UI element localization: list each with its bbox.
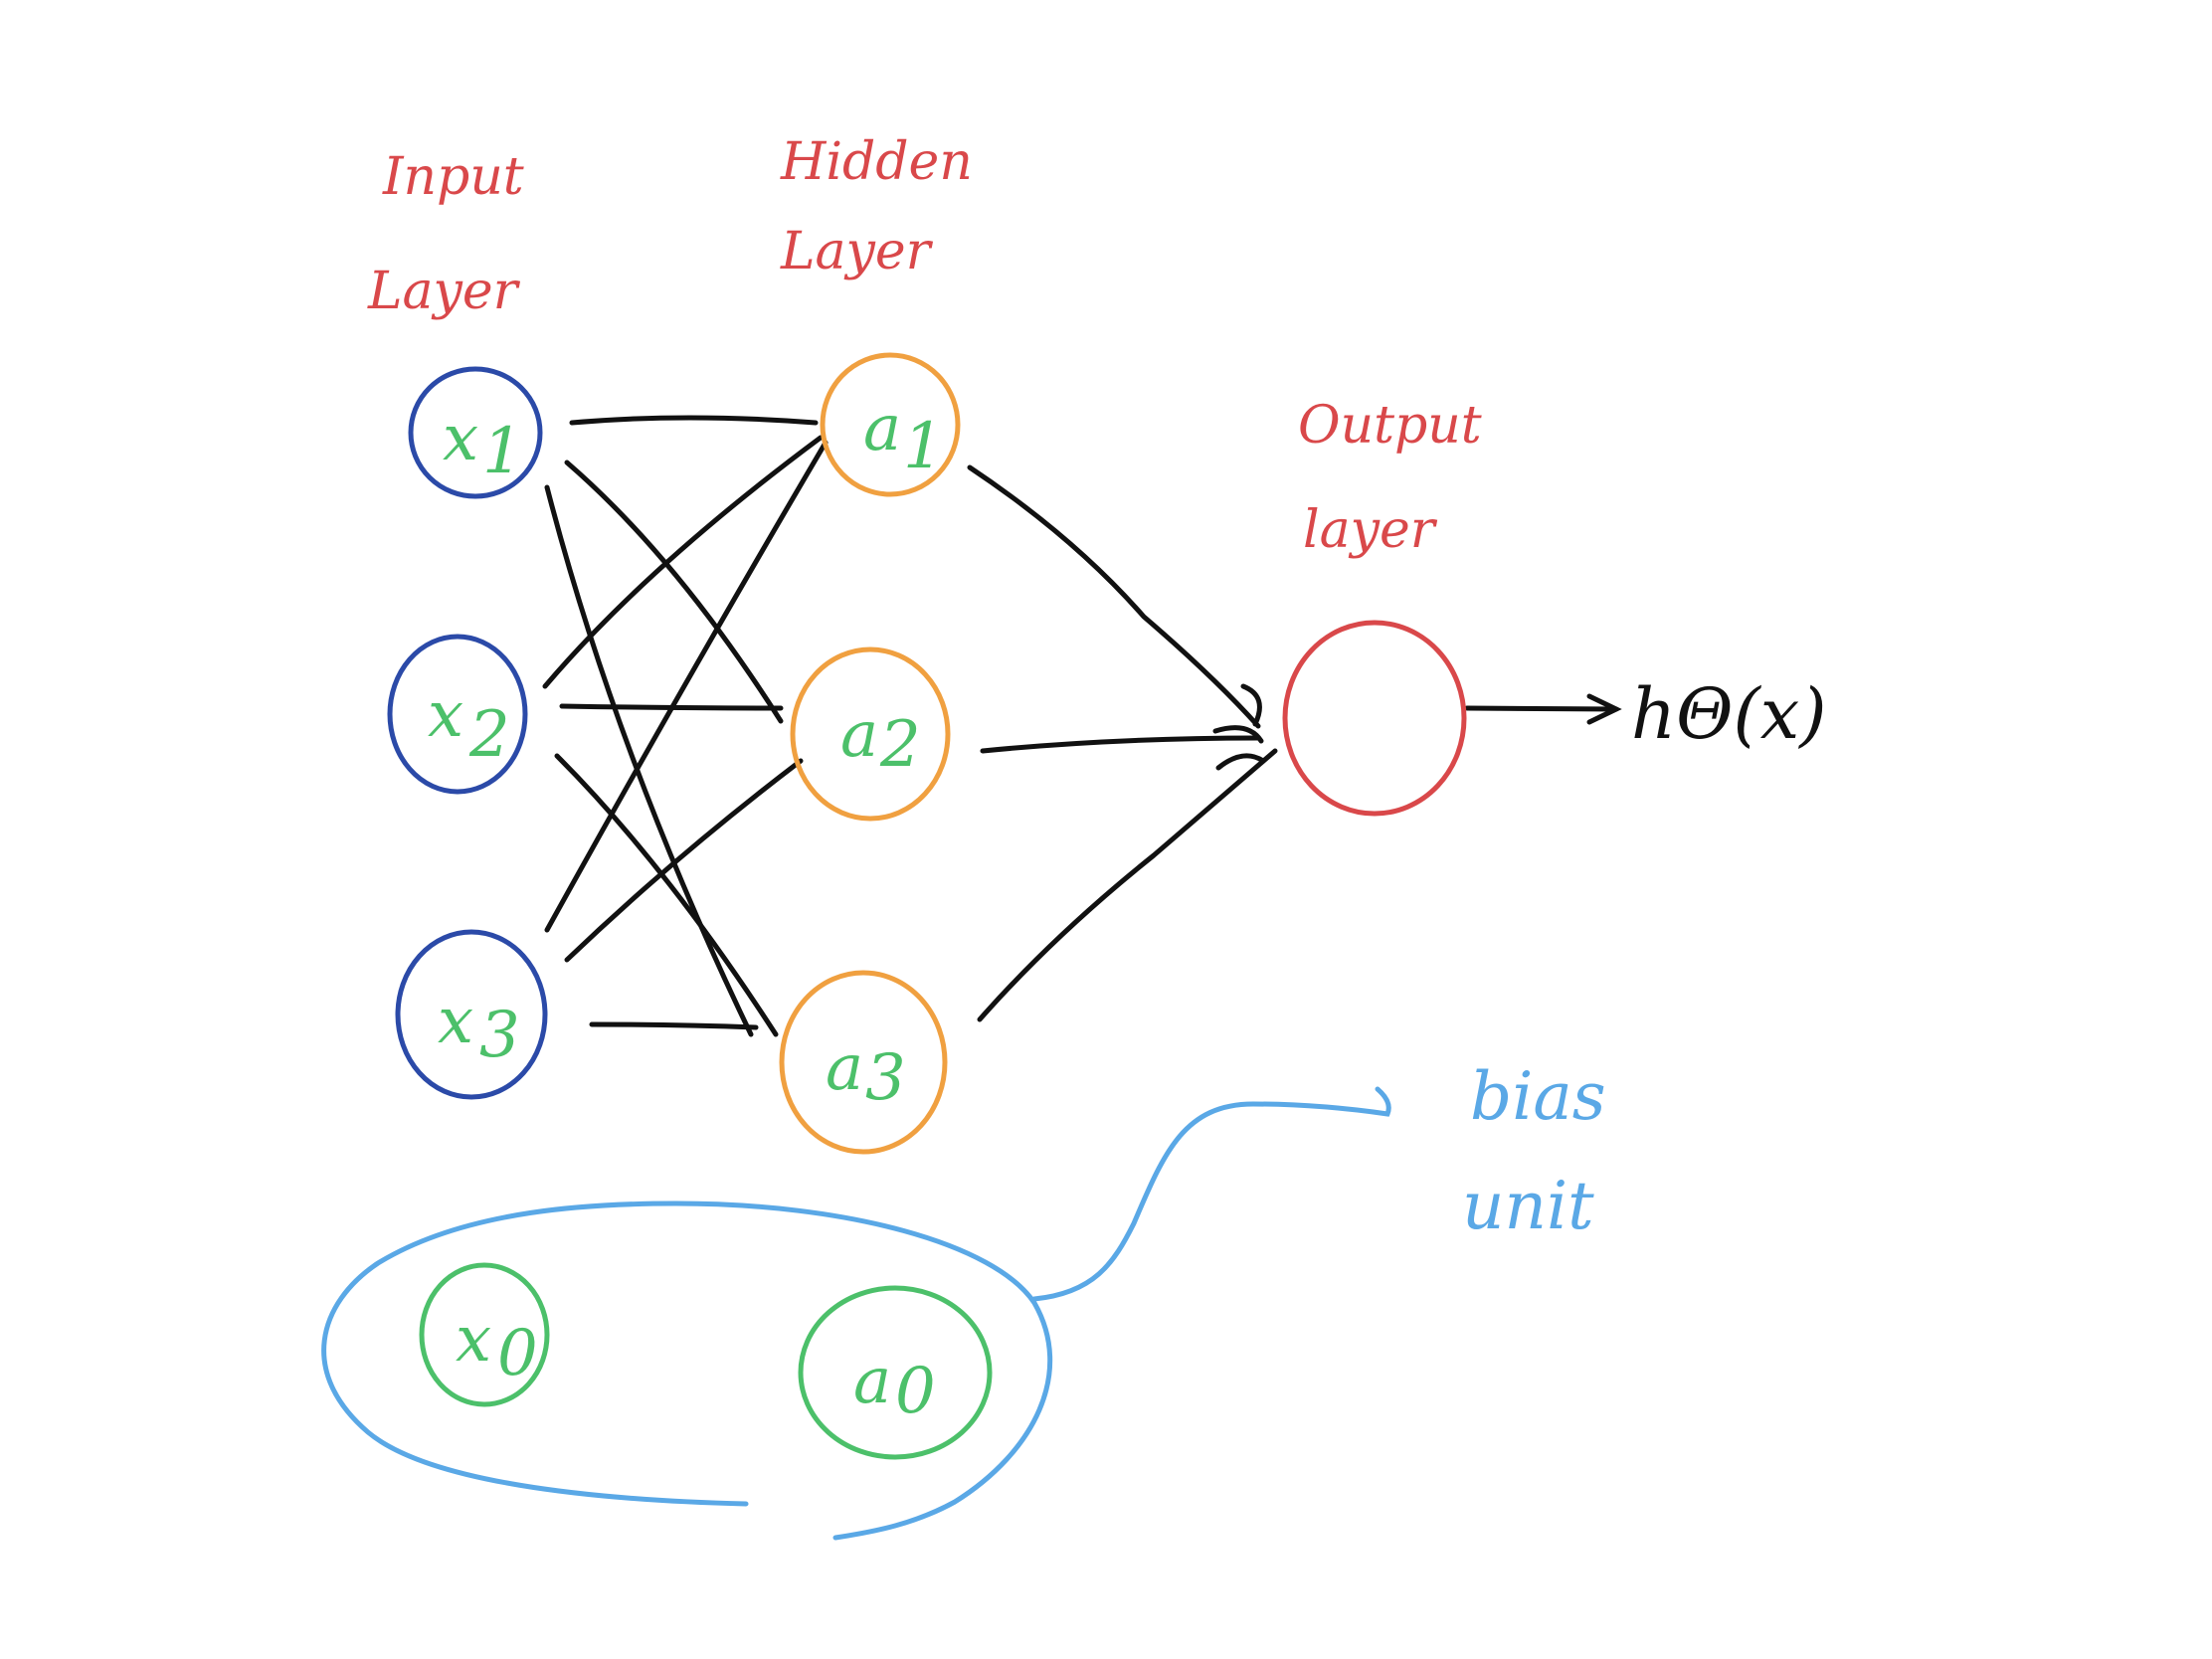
bias-unit-label-line1: bias [1470,1058,1606,1135]
bias-group: x 0 a 0 [321,1086,1391,1541]
output-arrow [1464,693,1622,725]
edge-a2-out [980,735,1261,754]
input-node-sub: 2 [468,698,510,772]
edge-arrow-tick-3 [1215,753,1266,771]
hidden-node-a3: a 3 [779,970,948,1155]
input-node-circle [395,929,548,1100]
edge-x3-a2 [564,758,804,963]
output-layer-label-line1: Output [1298,396,1482,456]
bias-unit-label-line2: unit [1462,1168,1594,1244]
output-arrow-head [1586,693,1622,725]
hidden-node-var: a [863,392,901,465]
bias-unit-label: bias unit [1462,1058,1606,1244]
input-node-sub: 3 [479,999,520,1072]
bias-node-sub: 0 [497,1317,538,1390]
input-node-x1: x 1 [408,366,543,499]
bias-node-circle [798,1285,993,1460]
input-node-var: x [428,678,463,752]
hidden-node-a1: a 1 [820,352,961,497]
input-hidden-edges [542,415,829,1037]
hidden-node-sub: 2 [879,708,921,782]
bias-node-circle [419,1262,550,1407]
edge-arrow-tick-2 [1212,725,1264,744]
edge-a1-out [967,464,1261,729]
input-layer-label-line1: Input [382,147,524,207]
edge-x1-a3 [544,484,754,1037]
input-node-var: x [438,985,473,1058]
input-node-circle [408,366,543,499]
hidden-node-var: a [840,698,878,772]
input-node-var: x [443,402,478,475]
output-arrow-shaft [1464,705,1619,712]
hidden-node-circle [820,352,961,497]
input-node-circle [387,634,528,795]
hidden-layer-label-line2: Layer [780,222,934,281]
edge-x2-a1 [542,435,824,689]
hidden-node-var: a [826,1031,863,1105]
hidden-layer-label-line1: Hidden [780,132,973,192]
edge-x1-a1 [569,415,819,426]
edge-x2-a3 [554,753,779,1037]
hidden-layer-label: Hidden Layer [780,132,973,281]
input-layer-label: Input Layer [367,147,524,321]
edge-x1-a2 [564,460,784,724]
hidden-output-edges [967,464,1278,1022]
hidden-node-circle [779,970,948,1155]
hidden-node-a2: a 2 [790,646,951,822]
bias-group-outline [321,1200,1053,1541]
bias-node-sub: 0 [895,1355,936,1428]
bias-pointer-curve [1031,1086,1391,1302]
input-layer-label-line2: Layer [367,262,521,321]
input-node-sub: 1 [482,415,523,488]
output-layer-label-line2: layer [1303,500,1438,560]
hidden-node-sub: 3 [865,1041,906,1115]
hidden-node-sub: 1 [903,410,944,483]
bias-node-var: a [853,1345,891,1418]
edge-x3-a1 [544,440,829,933]
edge-arrow-tick-1 [1240,683,1262,727]
hidden-node-circle [790,646,951,822]
bias-node-x0: x 0 [419,1262,550,1407]
output-node-circle [1282,620,1467,817]
input-node-x2: x 2 [387,634,528,795]
input-node-x3: x 3 [395,929,548,1100]
output-hypothesis-label: hΘ(x) [1631,673,1827,755]
edge-a3-out [977,748,1278,1022]
output-layer-label: Output layer [1298,396,1482,560]
bias-node-a0: a 0 [798,1285,993,1460]
edge-x3-a3 [589,1021,759,1030]
bias-node-var: x [456,1303,491,1377]
